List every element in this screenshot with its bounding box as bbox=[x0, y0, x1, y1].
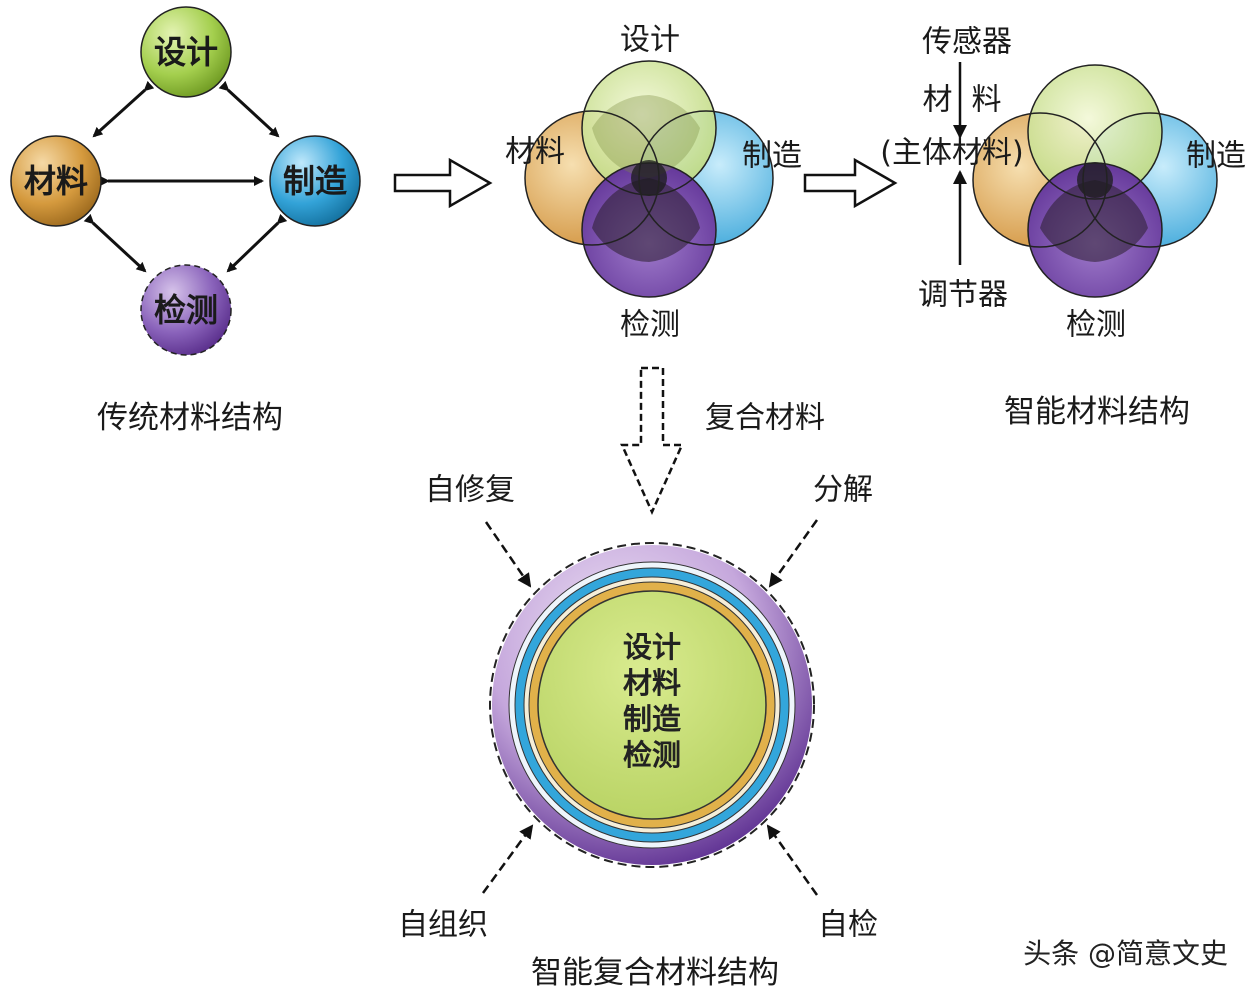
self-organize-arrow bbox=[481, 824, 534, 894]
material-label: 材料 bbox=[24, 162, 88, 200]
arrow-design-manufacture bbox=[218, 80, 280, 138]
venn-design-outline bbox=[581, 60, 717, 196]
sensor-label: 传感器 bbox=[922, 25, 1012, 60]
self-organize-label: 自组织 bbox=[398, 908, 488, 943]
self-repair-label: 自修复 bbox=[425, 473, 515, 508]
venn-inspection-label: 检测 bbox=[620, 308, 680, 343]
self-inspect-arrow bbox=[766, 824, 819, 896]
self-repair-arrow bbox=[484, 521, 532, 588]
hollow-arrow-to-composite bbox=[393, 157, 493, 209]
core-line-design: 设计 bbox=[623, 630, 681, 664]
core-line-material: 材料 bbox=[623, 666, 681, 700]
venn-overlap-bottom bbox=[592, 178, 700, 262]
decompose-label: 分解 bbox=[813, 473, 873, 508]
arrow-manufacture-inspection bbox=[226, 213, 288, 273]
self-inspect-label: 自检 bbox=[818, 908, 878, 943]
smart-venn-material-outline bbox=[972, 112, 1108, 248]
smart-composite-caption: 智能复合材料结构 bbox=[531, 955, 779, 991]
core-line-inspection: 检测 bbox=[623, 738, 681, 772]
smart-structure: 传感器 材 料 (主体材料) 调节器 制造 检测 智能材料结构 bbox=[880, 25, 1246, 431]
inspection-label: 检测 bbox=[154, 291, 218, 329]
outer-dashed-boundary bbox=[489, 542, 815, 868]
manufacture-node bbox=[269, 135, 361, 227]
manufacture-label: 制造 bbox=[283, 162, 347, 200]
inspection-node bbox=[140, 264, 232, 356]
material-node bbox=[10, 135, 102, 227]
arrow-design-material bbox=[92, 80, 155, 138]
smart-venn-manufacture-outline bbox=[1082, 112, 1218, 248]
regulator-label: 调节器 bbox=[918, 278, 1008, 313]
design-label: 设计 bbox=[154, 33, 218, 71]
traditional-caption: 传统材料结构 bbox=[97, 400, 283, 436]
composite-flow-label: 复合材料 bbox=[705, 401, 825, 436]
venn-design bbox=[582, 61, 716, 195]
core-circle bbox=[537, 590, 767, 820]
venn-center bbox=[631, 160, 667, 196]
core-line-manufacture: 制造 bbox=[623, 702, 681, 736]
venn-design-label: 设计 bbox=[620, 23, 680, 58]
venn-inspection-outline bbox=[581, 162, 717, 298]
arrow-material-inspection bbox=[83, 213, 147, 273]
smart-inspection-label: 检测 bbox=[1066, 308, 1126, 343]
traditional-structure: 设计 材料 制造 检测 传统材料结构 bbox=[10, 6, 361, 436]
host-material-sub-label: (主体材料) bbox=[880, 136, 1023, 171]
hollow-arrow-to-smart bbox=[803, 157, 898, 209]
smart-venn-inspection-outline bbox=[1027, 162, 1163, 298]
venn-manufacture-label: 制造 bbox=[742, 139, 802, 174]
smart-composite-structure: 设计 材料 制造 检测 自修复 分解 自组织 自检 智能复合材料结构 bbox=[398, 473, 878, 992]
smart-manufacture-label: 制造 bbox=[1186, 139, 1246, 174]
venn-manufacture-outline bbox=[638, 110, 774, 246]
smart-venn-design bbox=[1028, 65, 1162, 199]
watermark-text: 头条 @简意文史 bbox=[1023, 937, 1228, 970]
venn-material-outline bbox=[524, 110, 660, 246]
venn-material-label: 材料 bbox=[505, 135, 565, 170]
host-material-label: 材 料 bbox=[922, 83, 1001, 118]
decompose-arrow bbox=[768, 519, 819, 588]
smart-venn-design-outline bbox=[1027, 64, 1163, 200]
dashed-down-arrow bbox=[620, 366, 684, 516]
smart-caption: 智能材料结构 bbox=[1004, 394, 1190, 430]
design-node bbox=[140, 6, 232, 98]
composite-venn: 设计 材料 制造 检测 bbox=[505, 23, 802, 343]
venn-overlap-top bbox=[592, 95, 700, 178]
smart-venn-center bbox=[1077, 162, 1113, 198]
